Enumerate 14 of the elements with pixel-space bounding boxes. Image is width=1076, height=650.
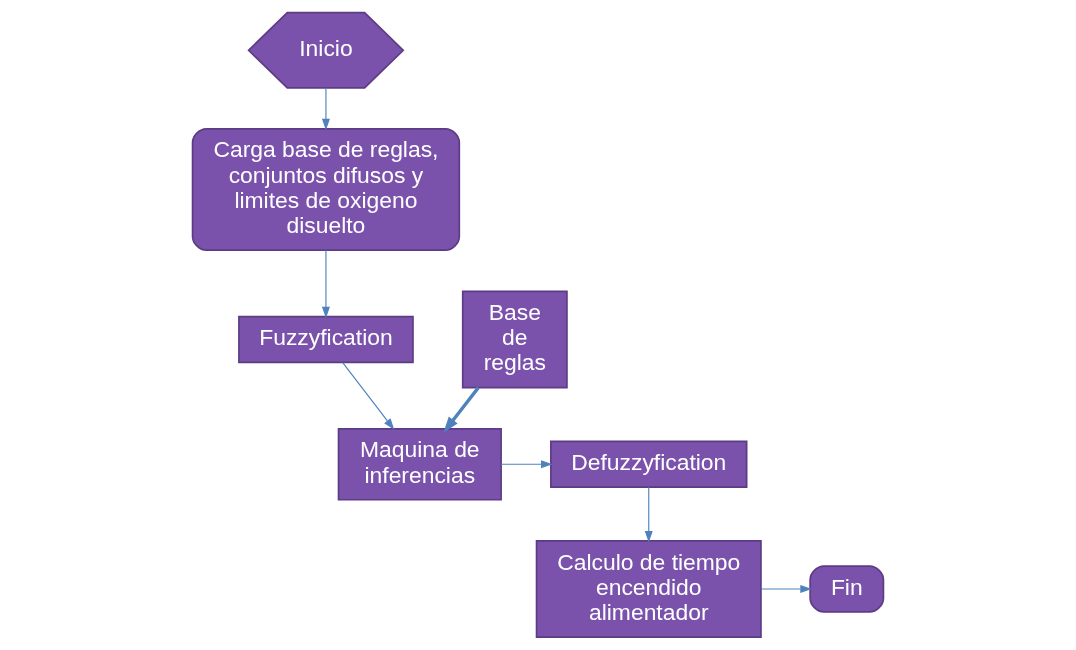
node-box: Calculo de tiempo encendido alimentador — [535, 540, 762, 638]
arrow — [644, 486, 653, 543]
arrow — [500, 460, 553, 469]
node-box: Carga base de reglas, conjuntos difusos y limites de oxigeno disuelto — [191, 128, 461, 252]
node-box: Base de reglas — [461, 290, 568, 389]
node-box: Maquina de inferencias — [337, 427, 502, 501]
node-box: Defuzzyfication — [550, 440, 748, 489]
arrow — [443, 386, 480, 433]
arrow — [760, 585, 812, 594]
arrow — [342, 361, 395, 430]
node-box: Fin — [809, 565, 885, 613]
arrow — [321, 249, 330, 319]
node-box: Fuzzyfication — [238, 315, 414, 364]
arrow — [321, 87, 330, 131]
